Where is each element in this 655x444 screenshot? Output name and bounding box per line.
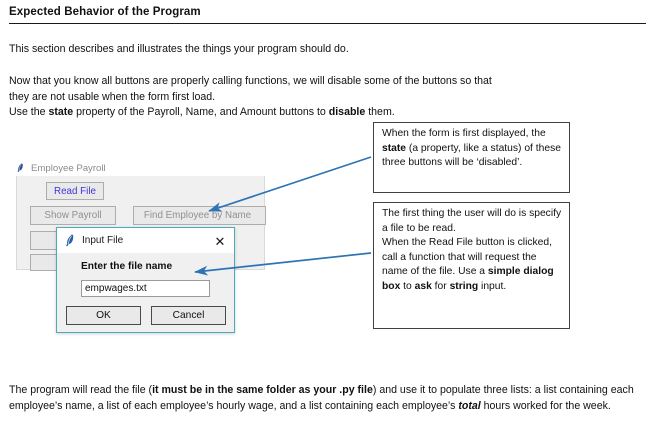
callout-2-ask-keyword: ask <box>414 280 432 292</box>
file-read-mid: ) and use it to populate three lists: a … <box>9 384 634 412</box>
intro-paragraph: This section describes and illustrates t… <box>9 43 349 55</box>
cancel-button[interactable]: Cancel <box>151 306 226 325</box>
file-read-paragraph: The program will read the file (it must … <box>9 383 649 414</box>
instructions-line-1: Now that you know all buttons are proper… <box>9 75 492 87</box>
callout-1-seg-3: (a property, like a status) of these thr… <box>382 142 561 169</box>
callout-2-seg-6: for <box>431 280 450 292</box>
callout-1-state-keyword: state <box>382 142 407 154</box>
instructions-paragraph: Now that you know all buttons are proper… <box>9 74 649 121</box>
instructions-line-3-post: them. <box>365 106 395 118</box>
instructions-disable-keyword: disable <box>328 106 366 118</box>
callout-2-simple-dialog-keyword: simple dialog box <box>382 266 554 292</box>
feather-icon <box>17 163 23 172</box>
callout-2-seg-1: The first thing the user will do is spec… <box>382 208 562 234</box>
callout-2-seg-8: input. <box>478 280 507 292</box>
callout-1-seg-1: When the form is first displayed, the <box>382 128 546 139</box>
file-read-total-keyword: total <box>458 399 481 412</box>
instructions-line-2: they are not usable when the form first … <box>9 90 216 103</box>
callout-2-seg-2: When the Read File button is clicked, ca… <box>382 237 552 278</box>
input-file-dialog: Input File ✕ Enter the file name empwage… <box>56 227 235 333</box>
feather-icon <box>65 234 74 247</box>
file-read-post: hours worked for the week. <box>480 399 611 412</box>
read-file-button-label: Read File <box>54 185 96 197</box>
ok-button[interactable]: OK <box>66 306 141 325</box>
dialog-titlebar: Input File ✕ <box>57 228 234 253</box>
callout-2-string-keyword: string <box>449 280 479 292</box>
file-read-folder-note: it must be in the same folder as your .p… <box>152 384 373 396</box>
heading-divider <box>9 23 646 24</box>
dialog-prompt-label: Enter the file name <box>81 261 173 272</box>
instructions-line-3-mid: property of the Payroll, Name, and Amoun… <box>73 106 329 118</box>
close-icon[interactable]: ✕ <box>214 233 226 249</box>
dialog-body: Enter the file name empwages.txt OK Canc… <box>57 253 234 332</box>
app-window-titlebar: Employee Payroll <box>16 160 266 176</box>
dialog-button-row: OK Cancel <box>66 306 226 325</box>
show-payroll-button-label: Show Payroll <box>44 210 102 221</box>
find-employee-by-name-button-label: Find Employee by Name <box>143 210 252 221</box>
file-read-pre: The program will read the file ( <box>9 384 153 396</box>
find-employee-by-name-button[interactable]: Find Employee by Name <box>133 206 266 225</box>
callout-state-disabled: When the form is first displayed, the st… <box>373 122 570 193</box>
dialog-title: Input File <box>82 235 124 246</box>
instructions-line-3-pre: Use the <box>9 106 49 118</box>
page-title: Expected Behavior of the Program <box>9 6 201 18</box>
callout-2-seg-4: to <box>400 280 415 292</box>
instructions-state-keyword: state <box>48 106 74 118</box>
read-file-button[interactable]: Read File <box>46 182 104 200</box>
show-payroll-button[interactable]: Show Payroll <box>30 206 116 225</box>
app-window-title: Employee Payroll <box>31 162 106 174</box>
file-name-input[interactable]: empwages.txt <box>81 280 210 297</box>
callout-read-file-dialog: The first thing the user will do is spec… <box>373 202 570 329</box>
